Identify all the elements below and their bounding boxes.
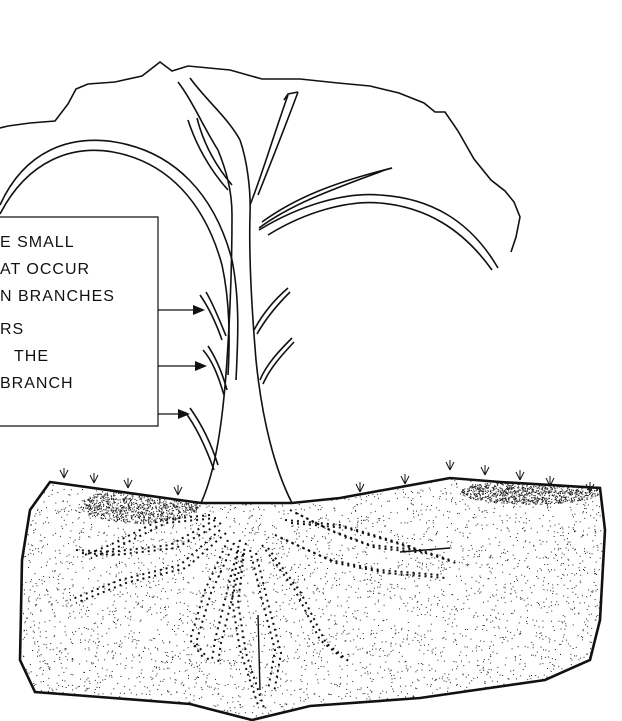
root-line bbox=[250, 550, 275, 690]
grass-tuft bbox=[356, 482, 364, 492]
grass-tuft bbox=[401, 474, 409, 484]
annotation-line-1: E SMALL bbox=[0, 234, 75, 251]
root-line bbox=[296, 513, 426, 553]
annotation-line-3: N BRANCHES bbox=[0, 288, 115, 305]
annotation-line-4: RS bbox=[0, 321, 24, 338]
callout-arrowheads bbox=[178, 305, 207, 419]
grass-tuft bbox=[90, 473, 98, 483]
annotation-text: E SMALL AT OCCUR N BRANCHES RS THE BRANC… bbox=[0, 234, 115, 392]
root-line bbox=[76, 533, 226, 603]
root-line bbox=[281, 538, 446, 578]
grass-tufts bbox=[60, 460, 594, 495]
annotation-line-2: AT OCCUR bbox=[0, 261, 90, 278]
grass-tuft bbox=[516, 470, 524, 480]
root-line bbox=[285, 520, 450, 560]
grass-tuft bbox=[124, 478, 132, 488]
grass-tuft bbox=[481, 465, 489, 475]
water-sprouts-left bbox=[185, 292, 227, 470]
water-sprouts-right bbox=[254, 288, 294, 384]
root-line bbox=[262, 545, 345, 660]
root-line bbox=[291, 523, 456, 563]
grass-tuft bbox=[60, 468, 68, 478]
arrow-head-2 bbox=[195, 361, 207, 371]
grass-tuft bbox=[586, 482, 594, 492]
arrow-head-1 bbox=[193, 305, 205, 315]
root-line bbox=[75, 520, 215, 552]
root-line bbox=[70, 530, 220, 600]
annotation-line-6: BRANCH bbox=[0, 375, 74, 392]
root-line bbox=[91, 518, 216, 558]
tap-root bbox=[258, 548, 450, 690]
grass-tuft bbox=[174, 485, 182, 495]
root-line bbox=[212, 540, 240, 660]
root-line bbox=[218, 543, 246, 663]
annotation-line-5: THE bbox=[14, 348, 49, 365]
grass-tuft bbox=[446, 460, 454, 470]
